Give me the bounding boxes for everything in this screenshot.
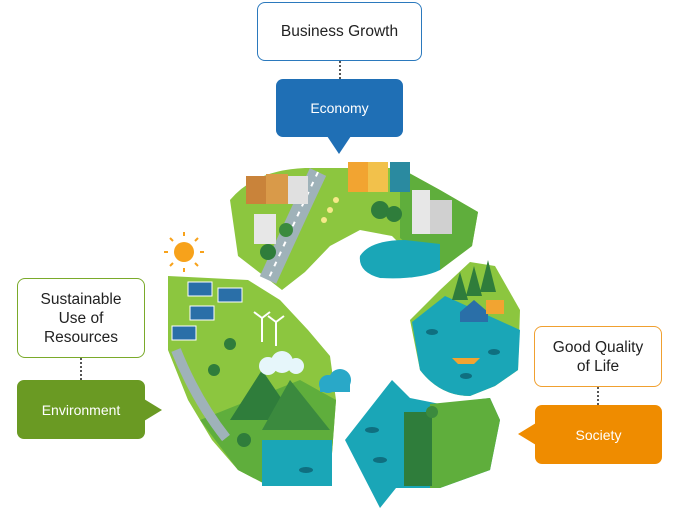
environment-pointer [144, 399, 162, 421]
house-icon [460, 300, 488, 322]
business-growth-box: Business Growth [257, 2, 422, 61]
good-quality-box: Good Quality of Life [534, 326, 662, 387]
wind-turbine-icon [253, 311, 285, 346]
good-quality-line-2: of Life [576, 357, 620, 375]
building-icon [246, 176, 266, 204]
sustainable-use-line-1: Sustainable [40, 290, 122, 308]
society-label: Society [575, 426, 622, 443]
society-box: Society [535, 405, 662, 464]
environment-connector [80, 358, 82, 380]
environment-arrow-segment [168, 276, 351, 486]
fish-icon [426, 329, 438, 335]
environment-label: Environment [41, 401, 121, 418]
good-quality-line-1: Good Quality [552, 338, 644, 356]
sustainable-use-line-3: Resources [43, 328, 119, 346]
economy-pointer [327, 136, 351, 154]
business-growth-label: Business Growth [280, 23, 399, 40]
society-pointer [518, 423, 536, 445]
society-connector [597, 387, 599, 405]
tree-icon [371, 201, 389, 219]
economy-label: Economy [310, 100, 369, 116]
bottom-arrow-segment [345, 380, 500, 508]
cloud-icon [259, 351, 351, 393]
environment-box: Environment [17, 380, 145, 439]
economy-box: Economy [276, 79, 403, 137]
economy-arrow-segment [230, 162, 478, 290]
sustainable-use-line-2: Use of [58, 309, 104, 327]
society-arrow-segment [410, 260, 520, 396]
boat-icon [452, 358, 480, 364]
sustainable-use-box: Sustainable Use of Resources [17, 278, 145, 358]
sun-icon [164, 232, 204, 272]
solar-panel-icon [187, 281, 213, 297]
economy-connector [339, 61, 341, 79]
